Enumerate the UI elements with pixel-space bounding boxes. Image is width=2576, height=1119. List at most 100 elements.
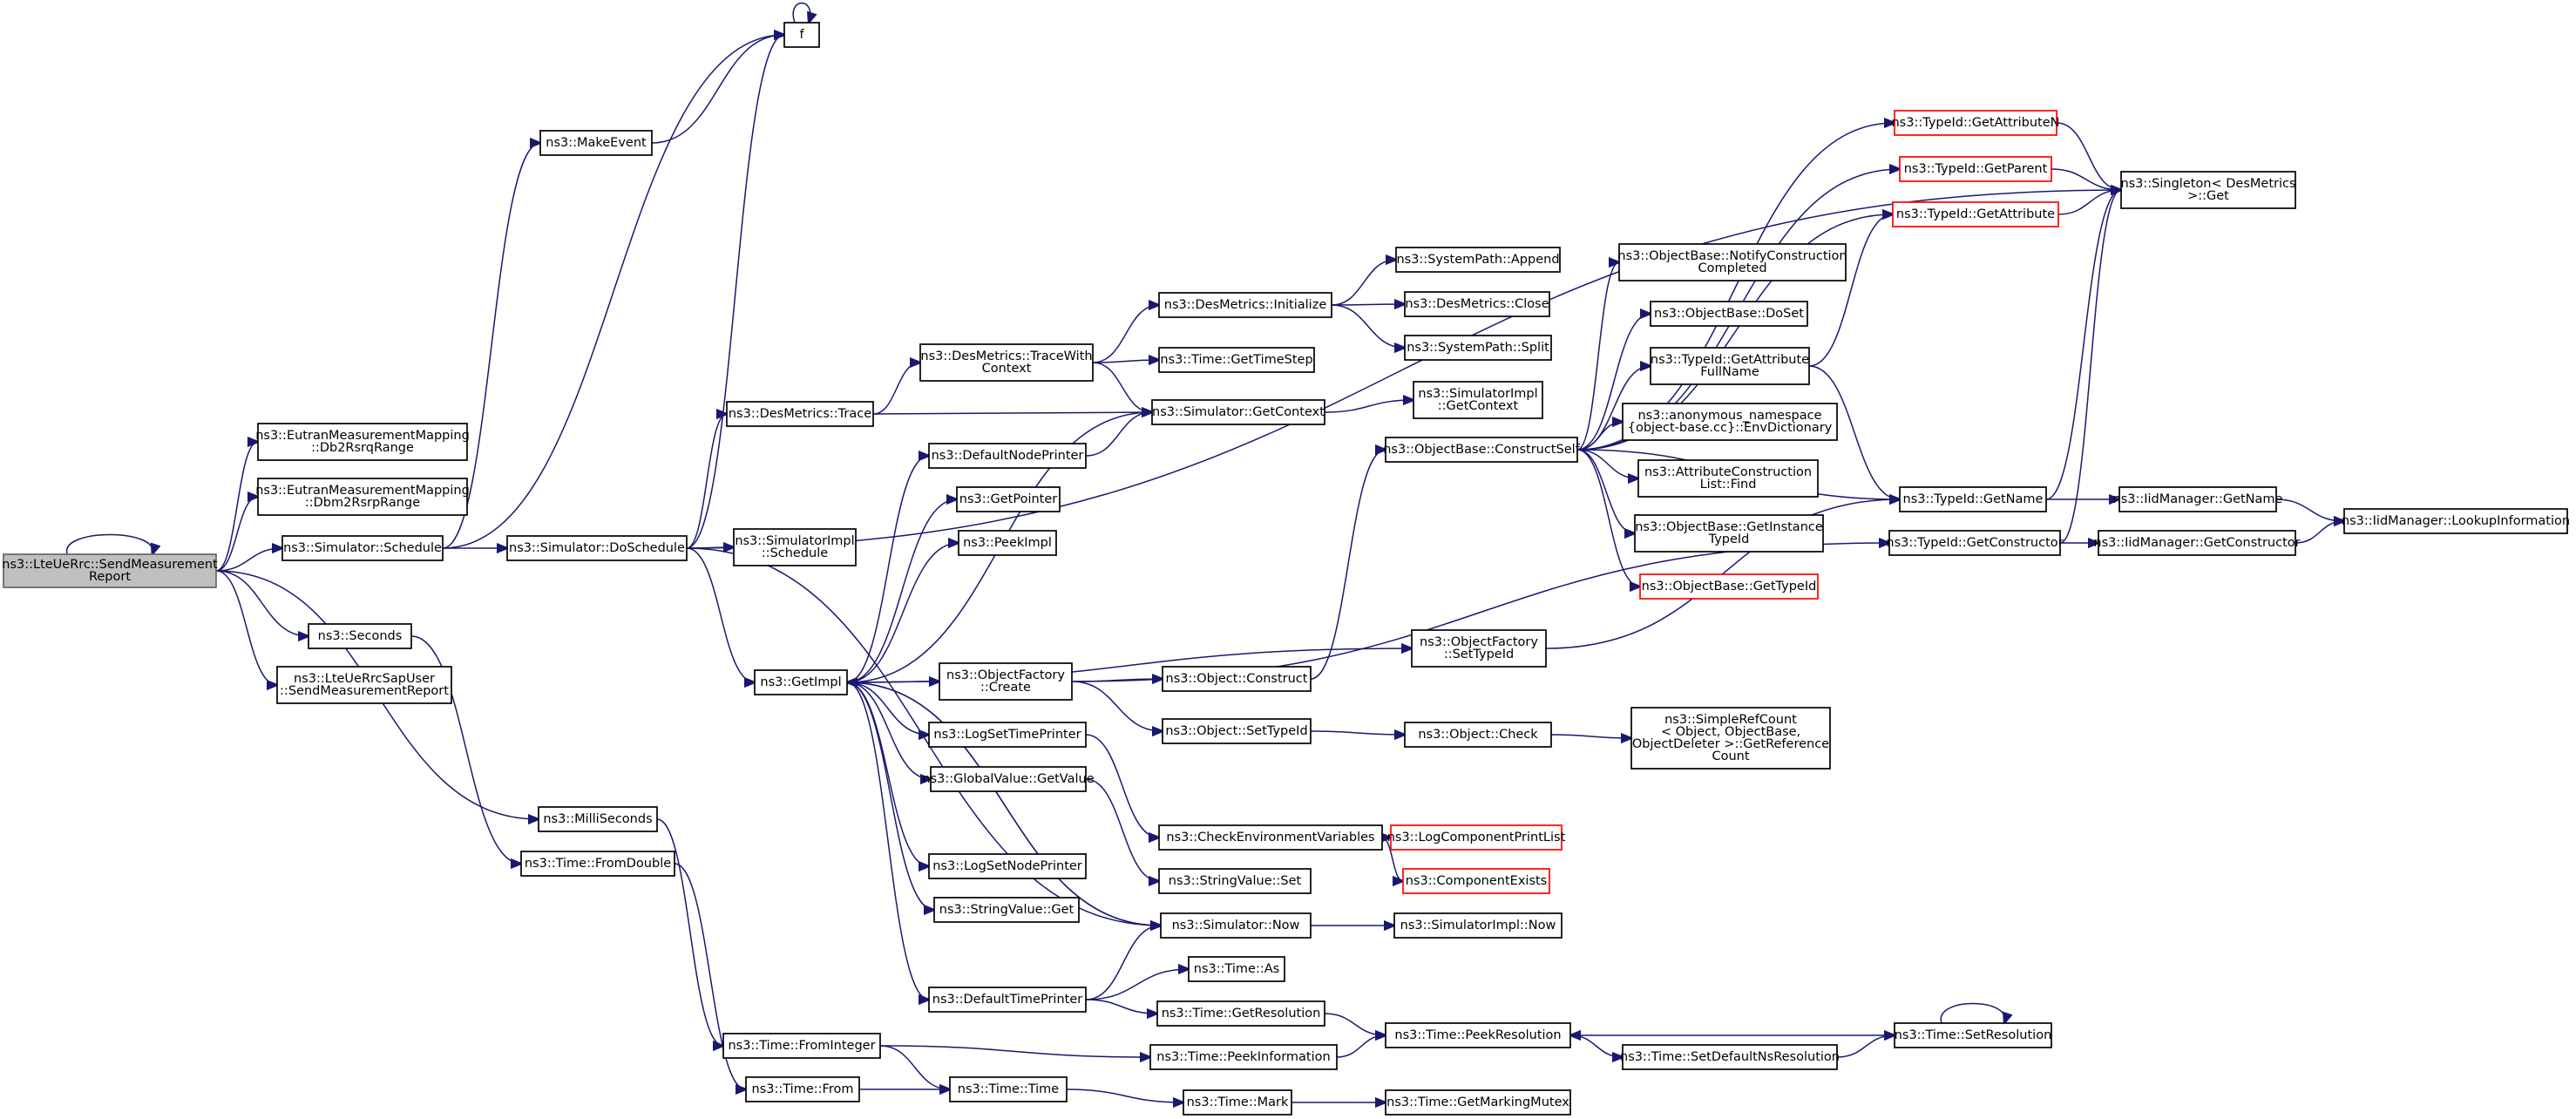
node-getattributen[interactable]: ns3::TypeId::GetAttributeN [1891, 110, 2060, 136]
node-box[interactable] [958, 530, 1057, 556]
node-simnow[interactable]: ns3::Simulator::Now [1160, 912, 1312, 939]
node-box[interactable] [1404, 335, 1552, 361]
node-box[interactable] [1158, 824, 1383, 851]
node-box[interactable] [1404, 291, 1550, 317]
node-box[interactable] [1637, 459, 1819, 498]
node-logcomponentprintlist[interactable]: ns3::LogComponentPrintList [1387, 824, 1566, 851]
node-timemark[interactable]: ns3::Time::Mark [1183, 1089, 1292, 1116]
node-desmetricstrace[interactable]: ns3::DesMetrics::Trace [726, 401, 874, 427]
node-box[interactable] [1385, 437, 1578, 463]
node-componentexists[interactable]: ns3::ComponentExists [1402, 868, 1550, 894]
node-box[interactable] [930, 766, 1087, 792]
node-box[interactable] [1402, 868, 1550, 894]
node-getimpl[interactable]: ns3::GetImpl [754, 669, 848, 695]
node-getconstructor[interactable]: ns3::TypeId::GetConstructor [1886, 530, 2064, 556]
node-peekresolution[interactable]: ns3::Time::PeekResolution [1385, 1022, 1571, 1048]
node-box[interactable] [928, 443, 1087, 469]
node-stringvalueset[interactable]: ns3::StringValue::Set [1158, 868, 1312, 894]
node-setresolution[interactable]: ns3::Time::SetResolution [1894, 1022, 2052, 1048]
node-defaulttimeprinter[interactable]: ns3::DefaultTimePrinter [928, 987, 1087, 1013]
node-box[interactable] [1395, 247, 1561, 273]
node-timeas[interactable]: ns3::Time::As [1188, 956, 1285, 982]
node-box[interactable] [1158, 868, 1312, 894]
node-iidgetconstructor[interactable]: ns3::IidManager::GetConstructor [2093, 530, 2301, 556]
node-box[interactable] [939, 662, 1073, 701]
node-peekinformation[interactable]: ns3::Time::PeekInformation [1149, 1044, 1338, 1070]
node-box[interactable] [1188, 956, 1285, 982]
node-simimplschedule[interactable]: ns3::SimulatorImpl::Schedule [733, 528, 857, 566]
node-defaultnodeprinter[interactable]: ns3::DefaultNodePrinter [928, 443, 1087, 469]
node-box[interactable] [928, 853, 1087, 879]
node-objectcheck[interactable]: ns3::Object::Check [1404, 722, 1552, 748]
node-box[interactable] [1149, 1044, 1338, 1070]
node-box[interactable] [257, 423, 468, 461]
node-box[interactable] [1156, 1000, 1325, 1027]
node-root[interactable]: ns3::LteUeRrc::SendMeasurementReport [2, 553, 218, 588]
node-box[interactable] [1158, 347, 1315, 373]
node-constructself[interactable]: ns3::ObjectBase::ConstructSelf [1383, 437, 1581, 463]
node-box[interactable] [538, 806, 658, 832]
node-gettimestep[interactable]: ns3::Time::GetTimeStep [1158, 347, 1315, 373]
node-box[interactable] [722, 1033, 881, 1059]
node-singletonget[interactable]: ns3::Singleton< DesMetrics >::Get [2120, 171, 2296, 209]
node-box[interactable] [1411, 629, 1547, 668]
node-box[interactable] [956, 486, 1061, 512]
node-box[interactable] [1899, 156, 2052, 182]
node-box[interactable] [308, 623, 412, 649]
node-getresolution[interactable]: ns3::Time::GetResolution [1156, 1000, 1325, 1027]
node-box[interactable] [3, 553, 217, 588]
node-objectsettypeid[interactable]: ns3::Object::SetTypeId [1162, 718, 1312, 744]
node-lookupinformation[interactable]: ns3::IidManager::LookupInformation [2342, 508, 2570, 534]
node-getattribute[interactable]: ns3::TypeId::GetAttribute [1892, 201, 2059, 227]
node-box[interactable] [1160, 912, 1312, 939]
node-milliseconds[interactable]: ns3::MilliSeconds [538, 806, 658, 832]
node-systempathsplit[interactable]: ns3::SystemPath::Split [1404, 335, 1552, 361]
node-seconds[interactable]: ns3::Seconds [308, 623, 412, 649]
node-systempathappend[interactable]: ns3::SystemPath::Append [1395, 247, 1561, 273]
node-box[interactable] [1151, 399, 1325, 425]
node-box[interactable] [506, 535, 688, 561]
node-notifyconstruction[interactable]: ns3::ObjectBase::NotifyConstructionCompl… [1617, 243, 1847, 281]
node-box[interactable] [1162, 666, 1312, 692]
node-box[interactable] [919, 343, 1094, 382]
node-box[interactable] [1413, 381, 1543, 419]
node-makeevent[interactable]: ns3::MakeEvent [539, 130, 653, 156]
node-typeidgetname[interactable]: ns3::TypeId::GetName [1899, 486, 2047, 512]
node-dbm2rsrp[interactable]: ns3::EutranMeasurementMapping::Dbm2RsrpR… [255, 478, 470, 516]
node-desmetricsinit[interactable]: ns3::DesMetrics::Initialize [1158, 292, 1332, 318]
node-box[interactable] [928, 722, 1087, 748]
node-simimplnow[interactable]: ns3::SimulatorImpl::Now [1393, 912, 1563, 939]
node-doschedule[interactable]: ns3::Simulator::DoSchedule [506, 535, 688, 561]
node-box[interactable] [1894, 110, 2057, 136]
node-box[interactable] [1639, 573, 1819, 600]
node-objfactorycreate[interactable]: ns3::ObjectFactory::Create [939, 662, 1073, 701]
node-setdefaultns[interactable]: ns3::Time::SetDefaultNsResolution [1620, 1044, 1840, 1070]
node-desmetricsclose[interactable]: ns3::DesMetrics::Close [1404, 291, 1550, 317]
node-box[interactable] [281, 535, 444, 561]
node-box[interactable] [1899, 486, 2047, 512]
node-objectbasegettypeid[interactable]: ns3::ObjectBase::GetTypeId [1639, 573, 1819, 600]
node-sapuser[interactable]: ns3::LteUeRrcSapUser::SendMeasurementRep… [276, 666, 452, 704]
node-box[interactable] [1888, 530, 2061, 556]
node-box[interactable] [1618, 243, 1847, 281]
node-box[interactable] [1892, 201, 2059, 227]
node-box[interactable] [2118, 486, 2277, 512]
node-objectconstruct[interactable]: ns3::Object::Construct [1162, 666, 1312, 692]
node-objfactorysettypeid[interactable]: ns3::ObjectFactory::SetTypeId [1411, 629, 1547, 668]
node-logsetnodeprinter[interactable]: ns3::LogSetNodePrinter [928, 853, 1087, 879]
node-box[interactable] [2098, 530, 2296, 556]
node-iidgetname[interactable]: ns3::IidManager::GetName [2113, 486, 2283, 512]
node-box[interactable] [2120, 171, 2296, 209]
node-stringvalueget[interactable]: ns3::StringValue::Get [933, 897, 1080, 923]
node-box[interactable] [276, 666, 452, 704]
node-box[interactable] [928, 987, 1087, 1013]
node-box[interactable] [1634, 514, 1824, 553]
node-box[interactable] [257, 478, 468, 516]
node-db2rsrq[interactable]: ns3::EutranMeasurementMapping::Db2RsrqRa… [255, 423, 470, 461]
node-getpointer[interactable]: ns3::GetPointer [956, 486, 1061, 512]
node-checkenv[interactable]: ns3::CheckEnvironmentVariables [1158, 824, 1383, 851]
node-box[interactable] [754, 669, 848, 695]
node-box[interactable] [733, 528, 857, 566]
